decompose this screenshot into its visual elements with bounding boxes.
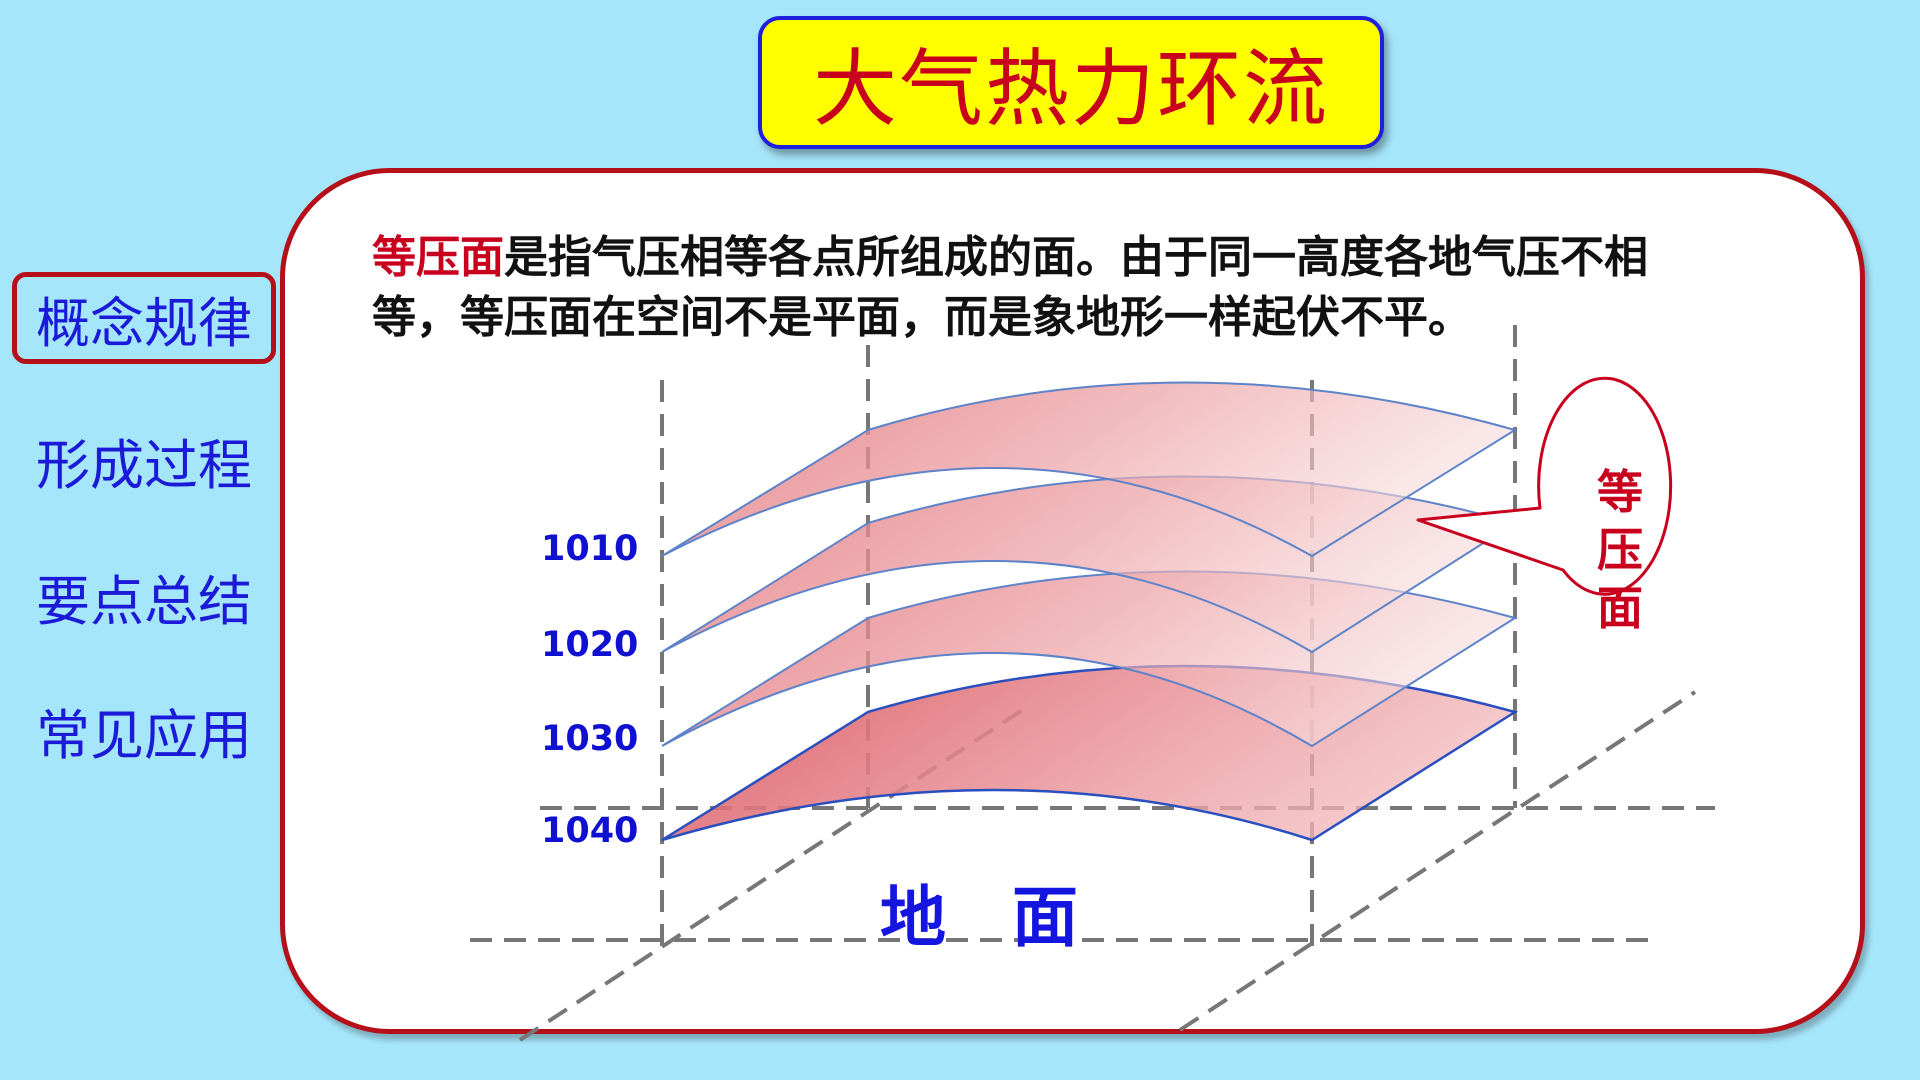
sidebar-item-label: 要点总结	[36, 569, 252, 633]
term-highlight: 等压面	[372, 232, 504, 283]
sidebar-item-application[interactable]: 常见应用	[12, 684, 276, 776]
level-label-1040: 1040	[541, 811, 638, 851]
title-box: 大气热力环流	[758, 16, 1384, 149]
sidebar-item-concept[interactable]: 概念规律	[12, 272, 276, 364]
callout-char-3: 面	[1597, 581, 1643, 635]
definition-text: 等压面是指气压相等各点所组成的面。由于同一高度各地气压不相等，等压面在空间不是平…	[372, 228, 1732, 348]
callout-char-2: 压	[1597, 523, 1643, 577]
sidebar-item-process[interactable]: 形成过程	[12, 414, 276, 506]
ground-right-diagonal	[1178, 690, 1697, 1032]
callout-bubble: 等 压 面	[1416, 376, 1673, 635]
isobaric-surface-1010	[661, 381, 1518, 558]
level-label-1010: 1010	[541, 529, 638, 569]
level-label-1020: 1020	[541, 625, 638, 665]
definition-body: 是指气压相等各点所组成的面。由于同一高度各地气压不相等，等压面在空间不是平面，而…	[372, 232, 1648, 343]
ground-label: 地 面	[880, 879, 1078, 956]
level-label-1030: 1030	[541, 719, 638, 759]
sidebar-item-summary[interactable]: 要点总结	[12, 550, 276, 642]
sidebar-item-label: 概念规律	[36, 291, 252, 355]
page-title: 大气热力环流	[812, 40, 1329, 138]
sidebar-item-label: 形成过程	[36, 433, 252, 497]
callout-char-1: 等	[1597, 465, 1643, 519]
sidebar-item-label: 常见应用	[36, 703, 252, 767]
